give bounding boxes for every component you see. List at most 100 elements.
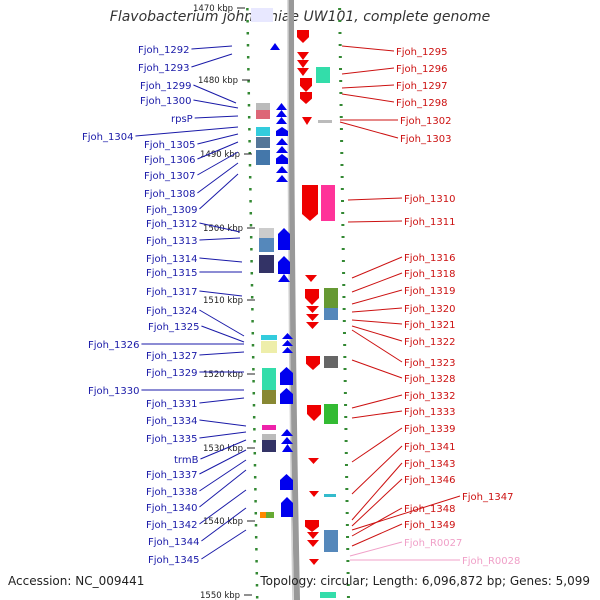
gene-label-right: Fjoh_R0027 xyxy=(404,538,462,549)
label-leader-line xyxy=(199,397,245,404)
gene-label-right: Fjoh_1316 xyxy=(404,253,455,264)
tick-mark xyxy=(247,116,251,119)
gene-label-left: trmB xyxy=(174,455,199,466)
gene-label-left: Fjoh_1317 xyxy=(146,287,197,298)
gene-arrow-down xyxy=(309,491,319,497)
kbp-marker: 1540 kbp xyxy=(203,517,243,527)
gene-arrow-down xyxy=(300,92,312,104)
gene-arrow-down xyxy=(297,60,309,68)
gene-label-left: Fjoh_1314 xyxy=(146,254,197,265)
feature-block xyxy=(256,110,270,119)
feature-block xyxy=(256,150,270,165)
label-leader-line xyxy=(191,45,233,50)
kbp-marker: 1550 kbp xyxy=(200,591,240,600)
gene-arrow-down xyxy=(297,30,309,43)
feature-block xyxy=(256,103,270,110)
gene-label-left: Fjoh_1305 xyxy=(144,140,195,151)
tick-mark xyxy=(345,476,349,478)
gene-label-right: Fjoh_1297 xyxy=(396,81,447,92)
tick-mark xyxy=(247,92,251,95)
feature-block xyxy=(256,137,270,148)
feature-block xyxy=(251,8,273,22)
gene-label-right: Fjoh_1311 xyxy=(404,217,455,228)
gene-arrow-up xyxy=(276,146,288,153)
tick-mark xyxy=(247,104,251,107)
feature-block xyxy=(316,67,330,83)
label-leader-line xyxy=(201,507,247,542)
tick-mark xyxy=(251,332,255,335)
kbp-marker: 1510 kbp xyxy=(203,296,243,306)
gene-arrow-down xyxy=(306,356,320,370)
tick-mark xyxy=(340,152,344,154)
tick-mark xyxy=(342,296,346,298)
tick-mark xyxy=(340,164,344,166)
label-leader-line xyxy=(351,462,403,521)
tick-mark xyxy=(338,44,342,46)
feature-block xyxy=(318,120,332,123)
tick-mark xyxy=(251,320,254,323)
feature-block xyxy=(262,368,276,390)
label-leader-line xyxy=(341,67,395,75)
gene-label-right: Fjoh_1323 xyxy=(404,358,455,369)
tick-mark xyxy=(342,284,346,286)
tick-mark xyxy=(345,524,349,526)
gene-arrow-down xyxy=(305,275,317,282)
tick-mark xyxy=(248,140,251,143)
tick-mark xyxy=(339,68,343,70)
feature-block xyxy=(262,440,276,452)
tick-mark xyxy=(253,452,257,455)
label-leader-line xyxy=(351,272,403,293)
kbp-marker: 1470 kbp xyxy=(193,4,233,14)
gene-label-right: Fjoh_1321 xyxy=(404,320,455,331)
label-leader-line xyxy=(197,162,239,194)
feature-block xyxy=(324,530,338,552)
label-leader-line xyxy=(351,495,461,531)
gene-arrow-up xyxy=(276,166,288,173)
gene-label-left: Fjoh_1340 xyxy=(146,503,197,514)
feature-block xyxy=(262,434,276,440)
tick-mark xyxy=(339,116,343,118)
tick-mark xyxy=(255,584,259,587)
tick-mark xyxy=(252,380,255,383)
gene-label-left: Fjoh_1327 xyxy=(146,351,197,362)
label-leader-line xyxy=(341,84,395,89)
gene-label-left: Fjoh_1334 xyxy=(146,416,197,427)
label-leader-line xyxy=(199,309,245,337)
gene-label-right: Fjoh_1302 xyxy=(400,116,451,127)
gene-arrow-down xyxy=(306,306,319,313)
tick-mark xyxy=(249,224,253,227)
tick-mark xyxy=(247,80,250,83)
gene-label-left: Fjoh_1313 xyxy=(146,236,197,247)
tick-mark xyxy=(343,368,347,370)
tick-mark xyxy=(246,8,249,11)
gene-arrow-up xyxy=(278,274,290,282)
gene-arrow-down xyxy=(307,532,319,539)
label-leader-line xyxy=(199,222,241,233)
label-leader-line xyxy=(191,53,233,68)
tick-mark xyxy=(253,476,257,479)
tick-mark xyxy=(339,92,343,94)
tick-mark xyxy=(338,56,342,58)
gene-label-right: Fjoh_1318 xyxy=(404,269,455,280)
gene-label-left: Fjoh_1335 xyxy=(146,434,197,445)
gene-label-left: Fjoh_1338 xyxy=(146,487,197,498)
label-leader-line xyxy=(200,439,247,460)
gene-label-left: Fjoh_1329 xyxy=(146,368,197,379)
gene-label-left: Fjoh_1325 xyxy=(148,322,199,333)
gene-label-right: Fjoh_1347 xyxy=(462,492,513,503)
label-leader-line xyxy=(199,290,243,297)
label-leader-line xyxy=(351,478,403,527)
gene-label-left: Fjoh_1344 xyxy=(148,537,199,548)
tick-mark xyxy=(249,188,252,191)
gene-label-left: Fjoh_1312 xyxy=(146,219,197,230)
topology-summary: Topology: circular; Length: 6,096,872 bp… xyxy=(260,574,590,588)
gene-arrow-up xyxy=(276,154,288,164)
gene-label-left: Fjoh_1342 xyxy=(146,520,197,531)
tick-mark xyxy=(251,356,255,359)
gene-label-right: Fjoh_1322 xyxy=(404,337,455,348)
label-leader-line xyxy=(351,445,403,495)
label-leader-line xyxy=(347,220,403,223)
gene-arrow-down xyxy=(297,68,309,76)
tick-mark xyxy=(247,68,250,71)
gene-label-left: Fjoh_1292 xyxy=(138,45,189,56)
